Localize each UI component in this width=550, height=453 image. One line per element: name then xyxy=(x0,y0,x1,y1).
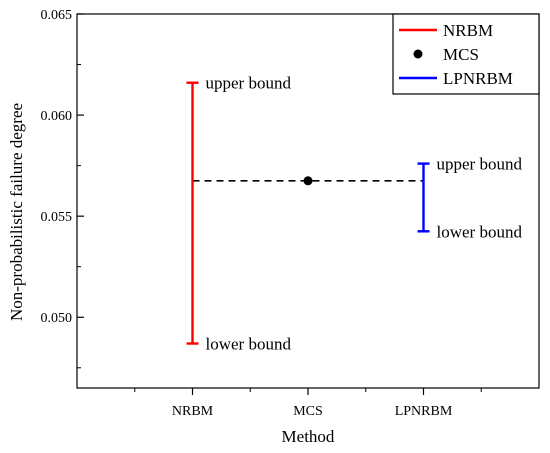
chart-labels: upper bound lower bound upper bound lower b… xyxy=(206,74,523,354)
x-axis-label: Method xyxy=(282,427,335,446)
legend-label-lpnrbm: LPNRBM xyxy=(443,69,513,88)
legend-label-nrbm: NRBM xyxy=(443,21,493,40)
y-axis-label: Non-probabilistic failure degree xyxy=(7,103,26,321)
x-tick-label: MCS xyxy=(293,404,323,419)
legend-dot-mcs xyxy=(413,49,423,59)
y-tick-label: 0.055 xyxy=(41,210,73,225)
upper-bound-label: upper bound xyxy=(437,155,523,174)
lower-bound-label: lower bound xyxy=(206,335,292,354)
legend-label-mcs: MCS xyxy=(443,45,479,64)
upper-bound-label: upper bound xyxy=(206,74,292,93)
chart-marks xyxy=(186,81,430,345)
legend: NRBM MCS LPNRBM xyxy=(392,13,540,95)
x-tick-label: LPNRBM xyxy=(395,404,453,419)
point-mcs xyxy=(303,176,313,186)
legend-box xyxy=(392,13,540,95)
y-tick-label: 0.050 xyxy=(41,311,73,326)
y-tick-label: 0.065 xyxy=(41,8,73,23)
y-tick-label: 0.060 xyxy=(41,109,73,124)
lower-bound-label: lower bound xyxy=(437,222,523,241)
x-tick-label: NRBM xyxy=(172,404,214,419)
